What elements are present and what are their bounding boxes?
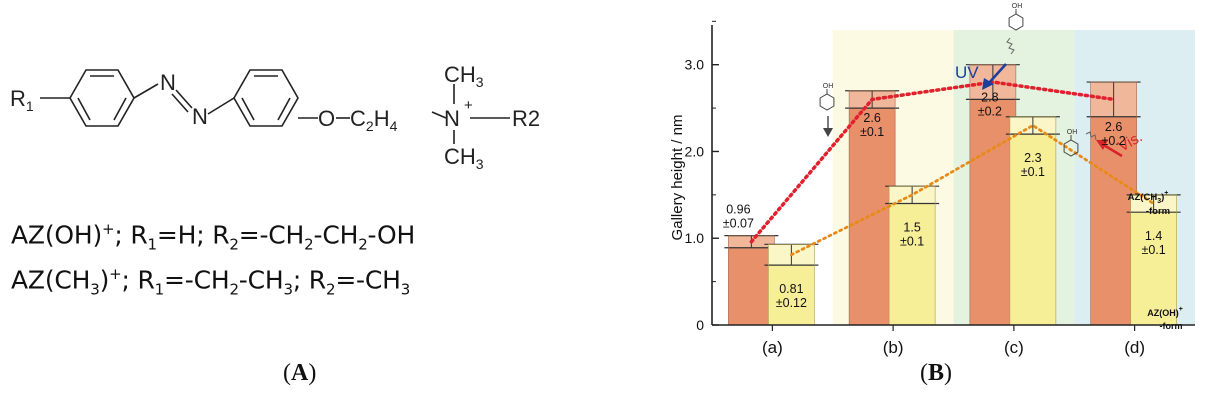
value-label-series1-2: 2.3 <box>1024 151 1041 165</box>
form-ch3-suffix: -form <box>1146 206 1170 217</box>
phenol-icon-vis-ring <box>1063 139 1079 157</box>
bar-series1-3 <box>1130 212 1177 325</box>
phenol-icon-vis: OH <box>1063 129 1079 157</box>
formula-az-ch3: AZ(CH3)+; R1=-CH2-CH3; R2=-CH3 <box>11 265 411 299</box>
benzene-ring-2 <box>233 69 299 127</box>
phenol-icon-uv-ring <box>1008 13 1024 31</box>
y-tick-label-1: 1.0 <box>685 230 705 246</box>
r2-label: R2 <box>512 106 540 131</box>
bar-labels: 0.96±0.070.81±0.12(a)2.6±0.11.5±0.1(b)2.… <box>723 90 1166 357</box>
error-label-series1-0: ±0.12 <box>776 296 807 310</box>
bar-series1-1 <box>889 203 936 325</box>
bar-series0-1 <box>849 108 896 326</box>
form-oh-label: AZ(OH)+ <box>1147 306 1183 318</box>
vis-wave <box>1085 131 1097 141</box>
form-oh-suffix: -form <box>1160 321 1183 331</box>
azo-n-bottom: N <box>192 104 208 129</box>
bar-series0-0 <box>728 247 775 325</box>
value-label-series0-2: 2.8 <box>981 90 998 104</box>
bars <box>724 64 1181 326</box>
uv-arrow-shaft <box>987 63 1007 85</box>
formula-az-oh: AZ(OH)+; R1=H; R2=-CH2-CH2-OH <box>11 220 416 254</box>
phenol-icon-b-oh-label: OH <box>823 83 834 90</box>
phenol-icon-uv-oh-label: OH <box>1012 3 1023 10</box>
y-axis-title: Gallery height / nm <box>669 115 686 241</box>
panel-a-label: (A) <box>283 360 317 386</box>
panel-a: R1 N N O C2H4 N + CH3 CH3 <box>0 0 600 412</box>
x-tick-label-3: (d) <box>1124 338 1145 357</box>
trend-lines <box>749 80 1156 257</box>
form-ch3-label: AZ(CH3)+ <box>1128 190 1169 205</box>
benzene-ring-1 <box>69 69 135 127</box>
bar-series1-2 <box>1009 134 1056 325</box>
ether-o: O <box>318 106 335 131</box>
y-tick-label-0: 0 <box>696 317 704 333</box>
arrow-down-head <box>823 128 833 137</box>
x-tick-label-2: (c) <box>1004 338 1024 357</box>
error-label-series1-2: ±0.1 <box>1021 165 1045 179</box>
bar-series0-2 <box>969 99 1016 325</box>
error-label-series0-1: ±0.1 <box>860 125 884 139</box>
value-label-series0-1: 2.6 <box>863 111 880 125</box>
y-tick-label-3: 3.0 <box>685 57 705 73</box>
error-label-series0-0: ±0.07 <box>723 217 754 231</box>
methyl-bottom: CH3 <box>444 144 484 172</box>
uv-wave <box>1006 37 1015 55</box>
phenol-icon-b: OH <box>819 83 835 111</box>
x-tick-label-0: (a) <box>762 338 783 357</box>
trend-line-series1 <box>789 123 1156 257</box>
value-label-series0-3: 2.6 <box>1105 120 1122 134</box>
value-label-series1-1: 1.5 <box>903 221 920 235</box>
methyl-top: CH3 <box>444 62 484 90</box>
azo-n-top: N <box>160 70 176 95</box>
y-tick-label-2: 2.0 <box>685 143 705 159</box>
trend-line-series0 <box>749 80 1116 244</box>
vis-arrow-shaft <box>1101 142 1123 158</box>
phenol-icon-b-ring <box>819 93 835 111</box>
phenol-icon-uv: OH <box>1008 3 1024 31</box>
phenol-icon-vis-oh-label: OH <box>1067 129 1078 136</box>
panel-b-label: (B) <box>920 360 953 386</box>
error-label-series0-2: ±0.2 <box>978 104 1002 118</box>
value-label-series0-0: 0.96 <box>726 203 750 217</box>
error-label-series1-3: ±0.1 <box>1142 243 1166 257</box>
value-label-series1-3: 1.4 <box>1145 229 1162 243</box>
vis-arrow-head <box>1096 140 1108 150</box>
value-label-series1-0: 0.81 <box>779 282 803 296</box>
chemical-structure: R1 N N O C2H4 N + CH3 CH3 <box>10 62 540 172</box>
x-tick-label-1: (b) <box>883 338 904 357</box>
uv-arrow-head <box>982 78 994 90</box>
ethylene-group: C2H4 <box>350 106 398 134</box>
bar-series1-0 <box>768 265 815 325</box>
error-label-series0-3: ±0.2 <box>1102 134 1126 148</box>
ammonium-n: N <box>444 106 460 131</box>
r1-label: R1 <box>10 86 34 114</box>
uv-label: UV <box>955 63 979 82</box>
ammonium-charge: + <box>464 97 473 114</box>
error-label-series1-1: ±0.1 <box>900 235 924 249</box>
